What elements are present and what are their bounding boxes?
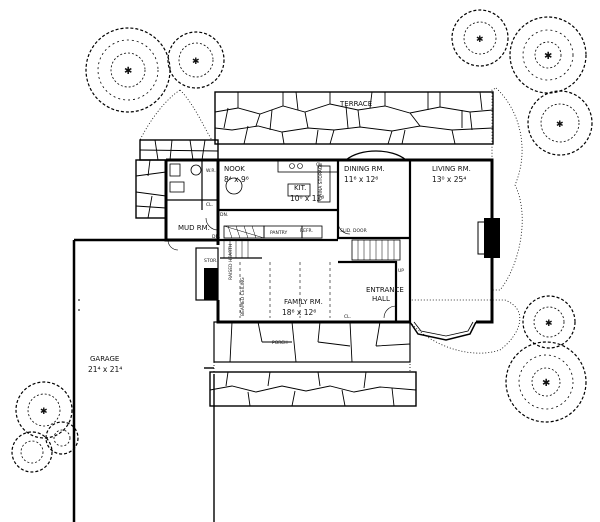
- dining-size: 11⁶ x 12⁶: [344, 175, 378, 184]
- terrace-label: TERRACE: [339, 100, 372, 108]
- svg-text:✱: ✱: [545, 319, 553, 329]
- pantry-label: PANTRY: [270, 230, 287, 236]
- doors: [167, 217, 397, 319]
- entrance-hall-label-2: HALL: [372, 295, 390, 303]
- entrance-hall-label: ENTRANCE: [366, 286, 404, 294]
- family-room-size: 18⁶ x 12⁶: [282, 308, 316, 317]
- down-label-2: DN.: [212, 234, 220, 240]
- beamed-ceiling-label: BEAMED CEILING: [240, 277, 246, 316]
- fireplace-family: [204, 268, 218, 300]
- tree-icon: [45, 421, 79, 455]
- washroom-fixtures: [166, 160, 218, 210]
- svg-text:✱: ✱: [544, 51, 552, 62]
- tree-icon: ✱: [527, 90, 593, 156]
- svg-text:✱: ✱: [40, 407, 48, 417]
- tree-icon: ✱: [509, 16, 587, 94]
- front-walk-paving: [209, 321, 417, 407]
- sliding-door-label: SLID. DOOR: [340, 228, 367, 234]
- tree-icon: ✱: [451, 9, 509, 67]
- svg-text:✱: ✱: [542, 378, 550, 389]
- garage-size: 21⁴ x 21⁴: [88, 365, 122, 374]
- family-room-label: FAMILY RM.: [284, 298, 323, 306]
- kitchen-fixtures: [223, 159, 339, 239]
- mud-room-label: MUD RM.: [178, 224, 210, 232]
- tree-icon: ✱: [85, 27, 171, 113]
- nook-size: 8⁴ x 9⁶: [224, 175, 249, 184]
- shrub-bed: [409, 299, 521, 354]
- stairs: [223, 239, 401, 261]
- svg-text:✱: ✱: [476, 35, 484, 45]
- svg-text:✱: ✱: [556, 120, 564, 130]
- living-label: LIVING RM.: [432, 165, 471, 173]
- refrigerator-label: REFR.: [300, 228, 313, 234]
- svg-text:✱: ✱: [124, 66, 132, 77]
- tree-icon: ✱: [167, 31, 225, 89]
- shrub-bed: [139, 89, 213, 141]
- garage-label: GARAGE: [90, 355, 119, 363]
- porch-label: PORCH: [272, 340, 288, 346]
- closet-label-mud: CL.: [206, 202, 213, 208]
- tree-icon: ✱: [522, 295, 576, 349]
- tree-icon: [11, 431, 53, 473]
- raised-hearth-label: RAISED HEARTH: [228, 244, 234, 280]
- dining-label: DINING RM.: [344, 165, 385, 173]
- house-walls: [72, 158, 500, 522]
- fireplace-living: [484, 218, 500, 258]
- storage-label: STOR.: [204, 258, 218, 264]
- closet-label-kitchen: CL.: [316, 162, 323, 168]
- china-storage-label: CHINA STORAGE: [318, 163, 324, 200]
- terrace-paving: [135, 91, 494, 219]
- tree-icon: ✱: [505, 341, 587, 423]
- nook-table: [225, 177, 243, 195]
- tree-icon: ✱: [15, 381, 73, 439]
- closet-label-hall: CL.: [344, 314, 351, 320]
- down-label: DN.: [220, 212, 228, 218]
- shrub-bed: [491, 87, 523, 291]
- svg-text:✱: ✱: [192, 57, 200, 67]
- wr-label: W.R.: [206, 168, 216, 174]
- landscaping: ✱ ✱ ✱ ✱ ✱ ✱: [11, 9, 593, 473]
- up-label: UP: [398, 268, 404, 274]
- kitchen-label: KIT.: [294, 184, 306, 192]
- nook-label: NOOK: [224, 165, 245, 173]
- living-size: 13⁰ x 25⁴: [432, 175, 466, 184]
- dining-bay-window: [345, 150, 407, 161]
- kitchen-size: 10⁰ x 12⁶: [290, 194, 324, 203]
